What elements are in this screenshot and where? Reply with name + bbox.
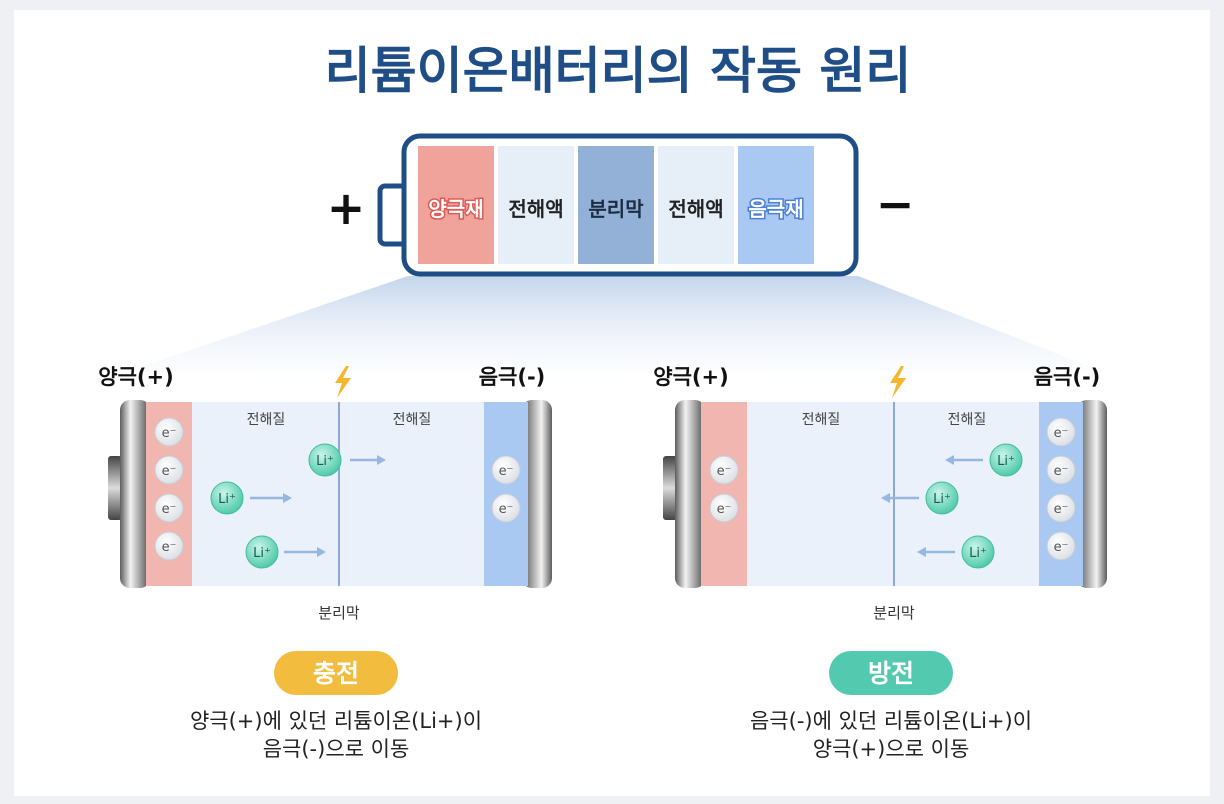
discharge-badge-label: 방전 [868,659,914,688]
charge-right-electron-0 [491,455,521,485]
discharge-left-electron-0-symbol: e⁻ [717,464,732,479]
charge-ion-2 [308,443,342,477]
charge-arrow-1-head [317,547,326,557]
charge-description-line1: 양극(+)에 있던 리튬이온(Li+)이 [190,709,482,733]
charge-left-electron-1-symbol: e⁻ [162,464,177,479]
charge-left-electron-3-symbol: e⁻ [162,540,177,555]
discharge-right-electron-1-symbol: e⁻ [1054,464,1069,479]
charge-ion-1 [245,535,279,569]
discharge-terminal-nub [663,456,677,520]
discharge-arrow-2-head [917,547,926,557]
discharge-arrow-0-head [945,455,954,465]
layer-0-label: 양극재 [428,197,483,221]
charge-left-electron-0-symbol: e⁻ [162,426,177,441]
charge-left-electron-1 [154,455,184,485]
charge-right-electron-1-symbol: e⁻ [499,502,514,517]
discharge-right-electron-1 [1046,455,1076,485]
layer-1-box [498,146,574,264]
discharge-right-cap [1077,400,1107,588]
charge-negative-label: 음극(-) [479,365,546,389]
layer-3-label: 전해액 [668,197,723,221]
charge-description-line2: 음극(-)으로 이동 [263,737,410,761]
charge-left-cap [120,400,150,588]
charge-arrow-0-head [283,493,292,503]
charge-electrolyte-label-left: 전해질 [247,412,286,428]
lightning-icon [335,366,351,398]
discharge-ion-1 [925,481,959,515]
discharge-description-line1: 음극(-)에 있던 리튬이온(Li+)이 [750,709,1032,733]
charge-ion-1-symbol: Li⁺ [253,546,271,561]
discharge-ion-2 [961,535,995,569]
discharge-right-electron-2 [1046,493,1076,523]
charge-right-electron-0-symbol: e⁻ [499,464,514,479]
discharge-ion-1-symbol: Li⁺ [933,492,951,507]
discharge-left-cap [675,400,705,588]
discharge-left-electron-1 [709,493,739,523]
charge-ion-0 [210,481,244,515]
discharge-arrow-1-head [881,493,890,503]
discharge-electrolyte-label-left: 전해질 [802,412,841,428]
lightning-icon [890,366,906,398]
layer-0-box [418,146,494,264]
charge-left-electron-2 [154,493,184,523]
discharge-negative-label: 음극(-) [1034,365,1101,389]
charge-left-electron-0 [154,417,184,447]
discharge-ion-2-symbol: Li⁺ [969,546,987,561]
charge-badge [274,651,398,695]
discharge-right-electron-2-symbol: e⁻ [1054,502,1069,517]
discharge-ion-0-symbol: Li⁺ [997,454,1015,469]
charge-badge-label: 충전 [313,659,359,688]
layer-4-label: 음극재 [748,197,803,221]
layer-1-label: 전해액 [508,197,563,221]
discharge-right-electron-0 [1046,417,1076,447]
charge-terminal-nub [108,456,122,520]
charge-right-electron-1 [491,493,521,523]
charge-left-electron-2-symbol: e⁻ [162,502,177,517]
discharge-left-electron-1-symbol: e⁻ [717,502,732,517]
top-battery-cell: 양극재 전해액 분리막 전해액 음극재 + − [327,133,915,277]
discharge-electrolyte-label-right: 전해질 [948,412,987,428]
layer-2-box [578,146,654,264]
discharge-right-electron-0-symbol: e⁻ [1054,426,1069,441]
page-title: 리튬이온배터리의 작동 원리 [325,42,912,100]
zoom-beam [126,276,1104,372]
charge-positive-label: 양극(+) [98,365,173,389]
discharge-description-line2: 양극(+)으로 이동 [813,737,970,761]
charge-arrow-2-head [377,455,386,465]
charge-separator-label: 분리막 [318,604,360,622]
charge-ion-2-symbol: Li⁺ [316,454,334,469]
layer-4-box [738,146,814,264]
discharge-right-electron-3 [1046,531,1076,561]
discharge-left-electron-0 [709,455,739,485]
layer-3-box [658,146,734,264]
discharge-right-electron-3-symbol: e⁻ [1054,540,1069,555]
discharge-positive-label: 양극(+) [653,365,728,389]
positive-sign: + [327,181,366,235]
layer-2-label: 분리막 [588,197,644,221]
charge-electrolyte-label-right: 전해질 [393,412,432,428]
charge-ion-0-symbol: Li⁺ [218,492,236,507]
charge-right-cap [522,400,552,588]
discharge-badge [829,651,953,695]
negative-sign: − [876,177,915,231]
discharge-separator-label: 분리막 [873,604,915,622]
discharge-ion-0 [989,443,1023,477]
charge-left-electron-3 [154,531,184,561]
